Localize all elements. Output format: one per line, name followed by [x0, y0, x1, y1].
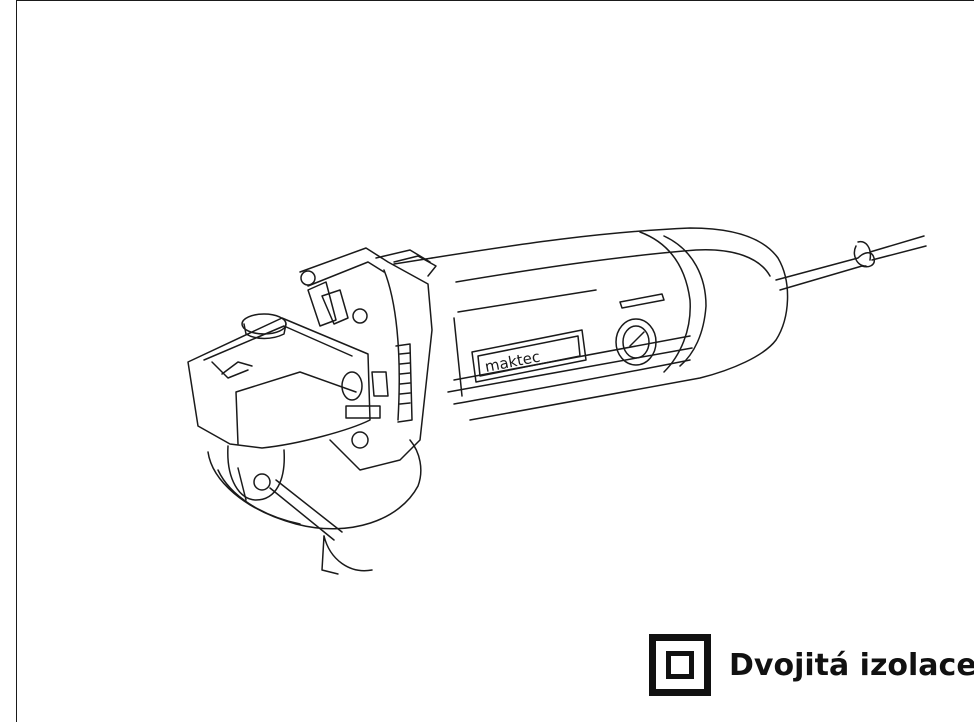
double-insulation-badge: Dvojitá izolace: [649, 634, 974, 696]
double-insulation-square-icon: [649, 634, 711, 696]
double-insulation-inner-square: [666, 651, 694, 679]
shaft-lock-button: [615, 318, 657, 366]
brand-label: maktec: [483, 348, 541, 376]
brand-plate: maktec: [471, 329, 587, 383]
wheel-guard: [207, 439, 422, 575]
gear-head: [187, 313, 371, 449]
flange: [299, 247, 437, 471]
page-frame: [16, 0, 974, 722]
double-insulation-label: Dvojitá izolace: [729, 647, 974, 683]
motor-housing: [393, 227, 789, 421]
power-cord: [775, 235, 927, 291]
